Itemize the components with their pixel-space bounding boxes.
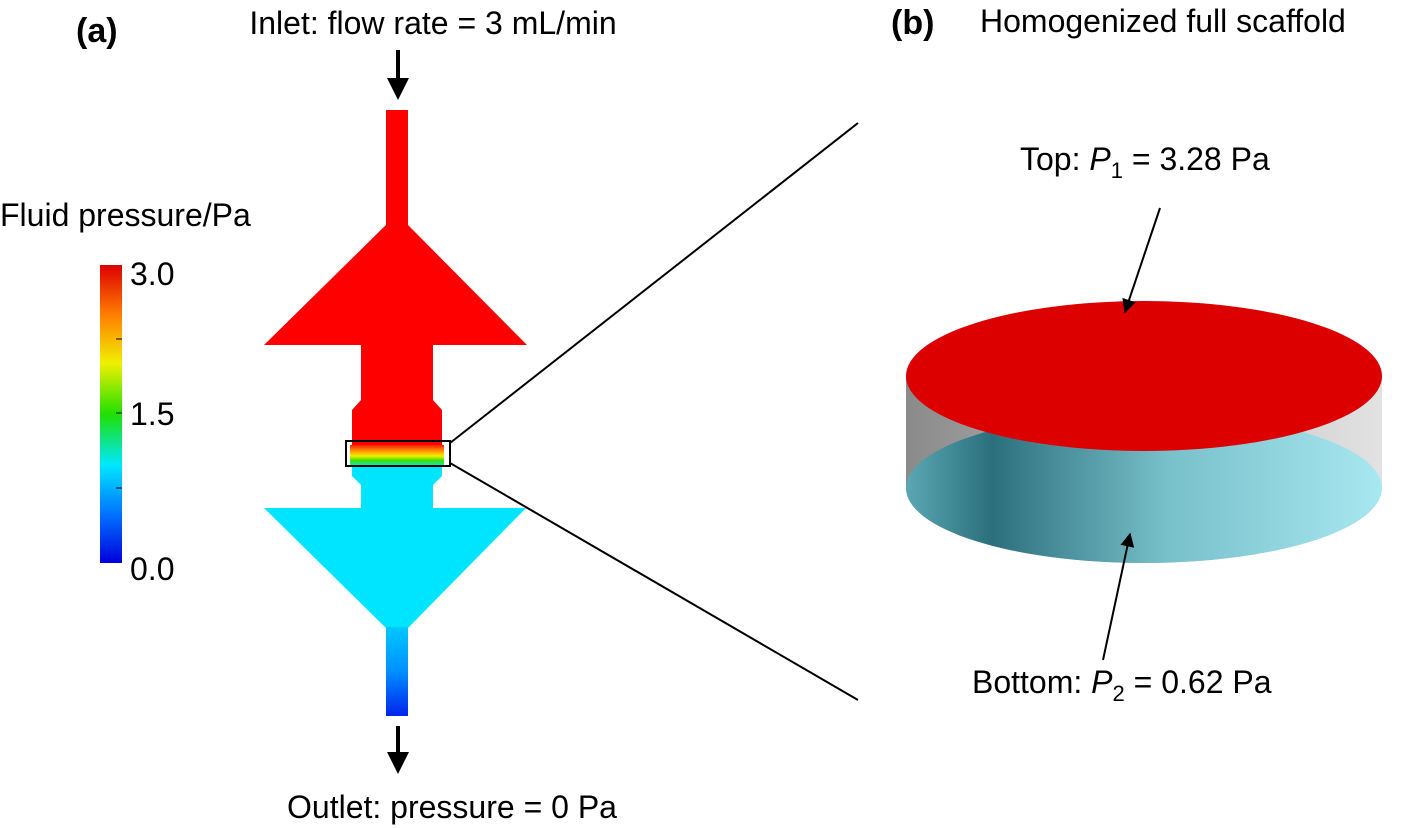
panel-a-label: (a) xyxy=(76,12,118,50)
inlet-label: Inlet: flow rate = 3 mL/min xyxy=(249,5,616,41)
colorbar-ticks xyxy=(116,338,122,489)
top-pointer-arrow xyxy=(1122,207,1161,314)
outlet-label: Outlet: pressure = 0 Pa xyxy=(287,789,617,825)
colorbar-tick-mid: 1.5 xyxy=(130,396,174,432)
colorbar-tick-min: 0.0 xyxy=(130,551,174,587)
zoom-connector-top xyxy=(449,122,859,444)
bottom-pressure-label: Bottom: P2 = 0.62 Pa xyxy=(972,664,1272,706)
upper-chamber-high-pressure xyxy=(264,110,527,445)
bottom-pointer-arrow xyxy=(1102,532,1135,661)
lower-chamber-low-pressure xyxy=(264,467,526,628)
panel-b-title: Homogenized full scaffold xyxy=(980,3,1346,39)
outlet-channel xyxy=(386,627,408,716)
cylinder-bottom-face xyxy=(906,413,1382,563)
scaffold-pressure-band xyxy=(350,445,444,467)
colorbar-tick-max: 3.0 xyxy=(130,256,174,292)
zoom-box xyxy=(345,440,451,467)
cylinder-top-face xyxy=(906,301,1382,451)
top-pressure-label: Top: P1 = 3.28 Pa xyxy=(1020,141,1270,183)
outlet-arrow-icon xyxy=(387,726,409,774)
inlet-arrow-icon xyxy=(387,50,409,100)
zoom-connector-bottom xyxy=(449,462,859,701)
scaffold-cylinder xyxy=(906,301,1382,563)
flow-chamber xyxy=(264,110,527,716)
panel-b-label: (b) xyxy=(891,4,934,42)
colorbar xyxy=(100,265,122,563)
colorbar-title: Fluid pressure/Pa xyxy=(0,197,251,233)
